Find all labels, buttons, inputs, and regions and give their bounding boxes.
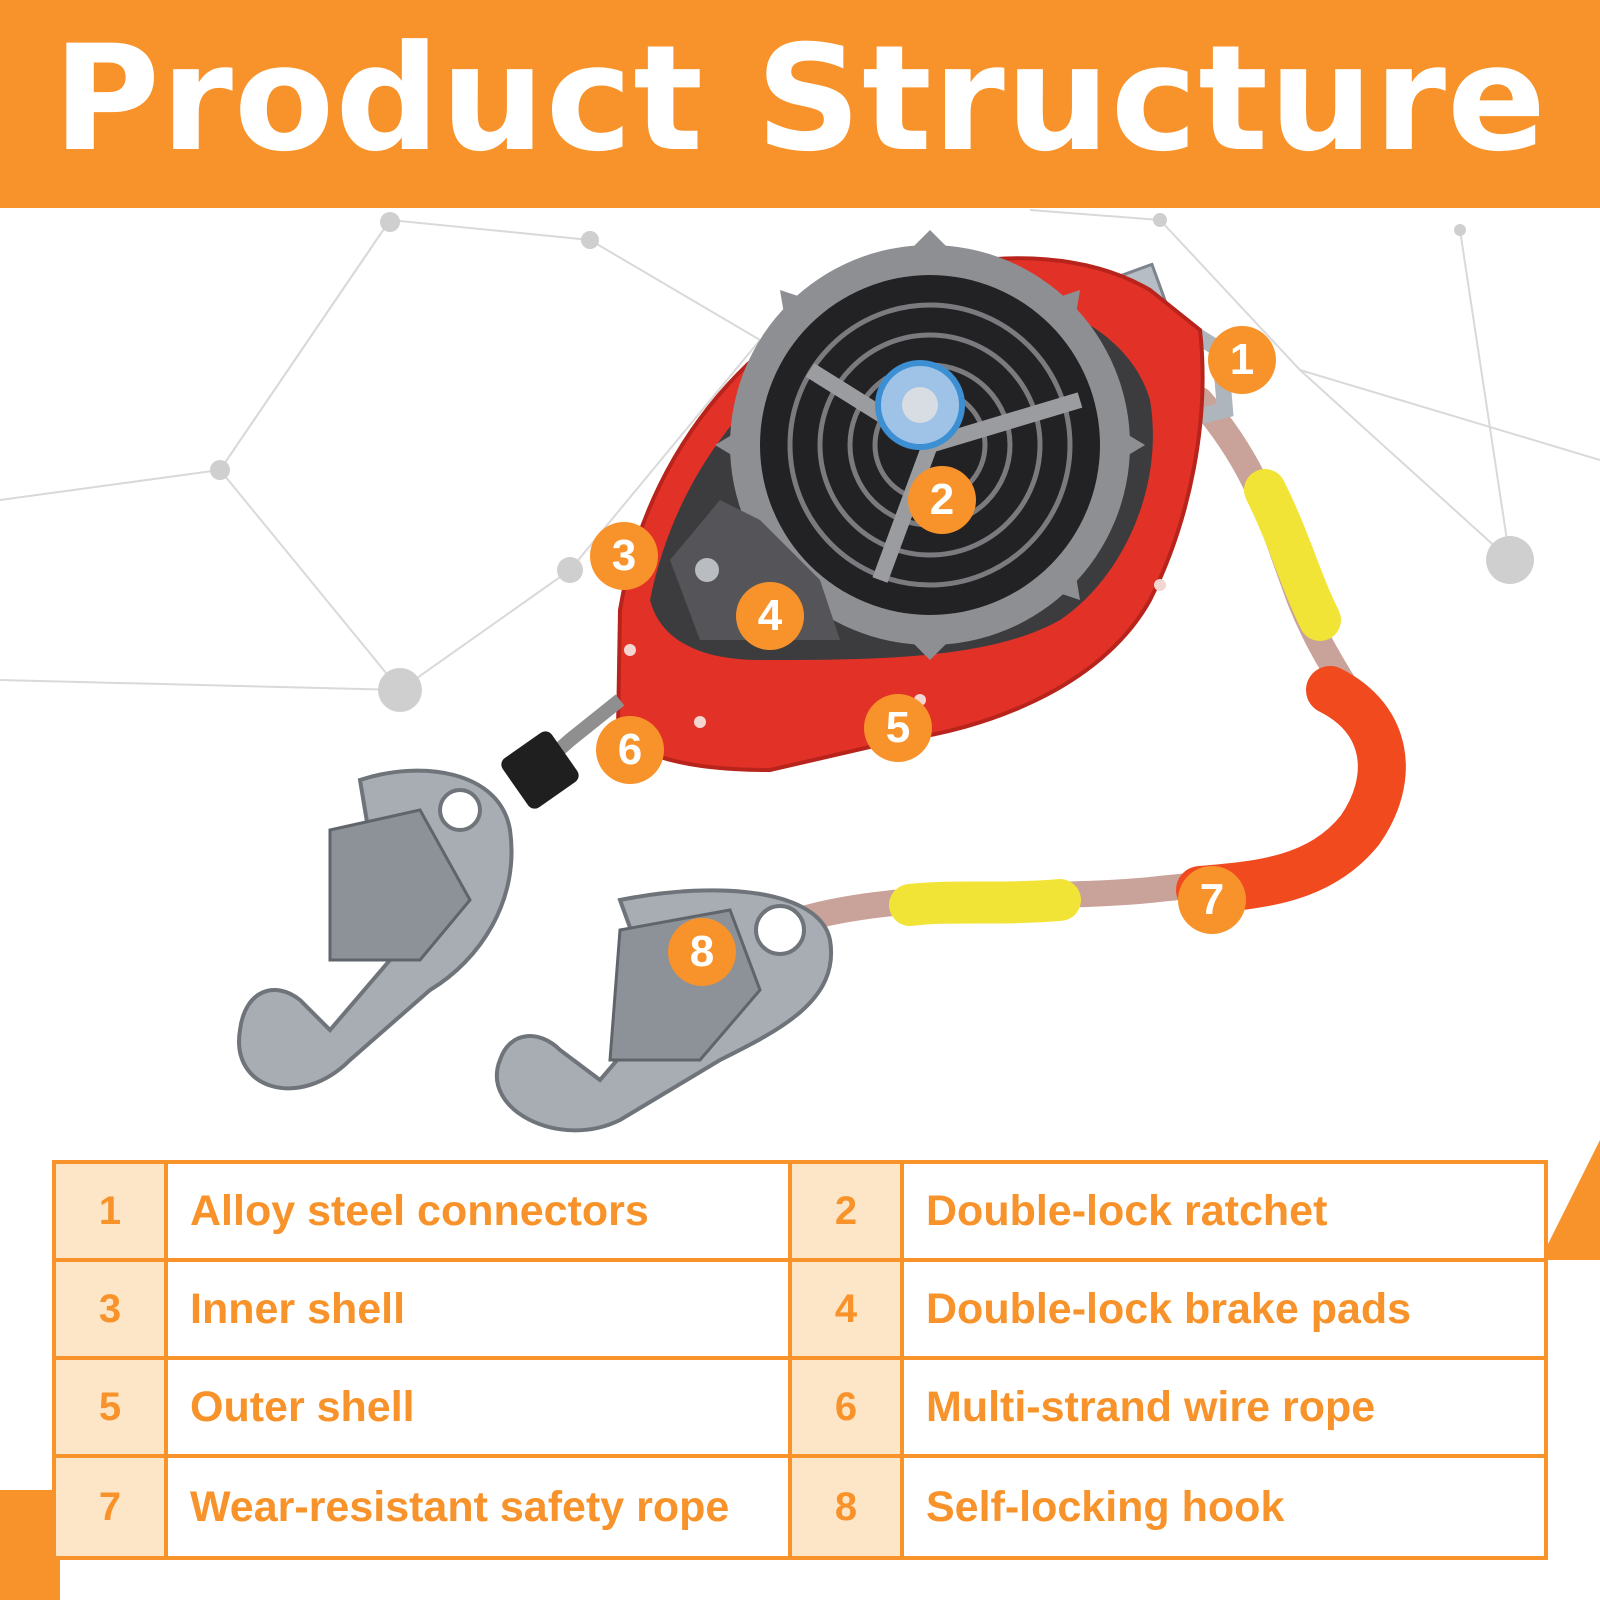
part-name: Multi-strand wire rope: [904, 1360, 1544, 1458]
page-title: Product Structure: [52, 14, 1548, 184]
rope-sleeve-yellow-top: [1244, 469, 1341, 641]
product-illustration: [237, 230, 1406, 1133]
part-number: 3: [56, 1262, 168, 1360]
part-name: Wear-resistant safety rope: [168, 1458, 792, 1556]
part-number: 2: [792, 1164, 904, 1262]
callout-7: 7: [1178, 866, 1246, 934]
callout-1: 1: [1208, 326, 1276, 394]
part-number: 7: [56, 1458, 168, 1556]
part-number: 8: [792, 1458, 904, 1556]
part-name: Double-lock brake pads: [904, 1262, 1544, 1360]
callout-4: 4: [736, 582, 804, 650]
part-name: Double-lock ratchet: [904, 1164, 1544, 1262]
part-name: Inner shell: [168, 1262, 792, 1360]
part-number: 1: [56, 1164, 168, 1262]
parts-table: 1 Alloy steel connectors 2 Double-lock r…: [52, 1160, 1548, 1560]
corner-accent-right: [1540, 1140, 1600, 1260]
part-number: 6: [792, 1360, 904, 1458]
callout-5: 5: [864, 694, 932, 762]
network-background: [0, 209, 1600, 712]
rope-sleeve-yellow-bottom: [889, 879, 1081, 926]
ratchet: [715, 230, 1145, 660]
part-name: Alloy steel connectors: [168, 1164, 792, 1262]
part-number: 4: [792, 1262, 904, 1360]
callout-8: 8: [668, 918, 736, 986]
title-banner: Product Structure: [0, 0, 1600, 208]
left-hook: [237, 768, 514, 1091]
rope-sleeve-red: [1176, 666, 1406, 914]
callout-6: 6: [596, 716, 664, 784]
part-name: Outer shell: [168, 1360, 792, 1458]
callout-3: 3: [590, 522, 658, 590]
corner-accent-left: [0, 1490, 60, 1600]
part-number: 5: [56, 1360, 168, 1458]
callout-2: 2: [908, 466, 976, 534]
right-hook: [495, 888, 834, 1133]
part-name: Self-locking hook: [904, 1458, 1544, 1556]
